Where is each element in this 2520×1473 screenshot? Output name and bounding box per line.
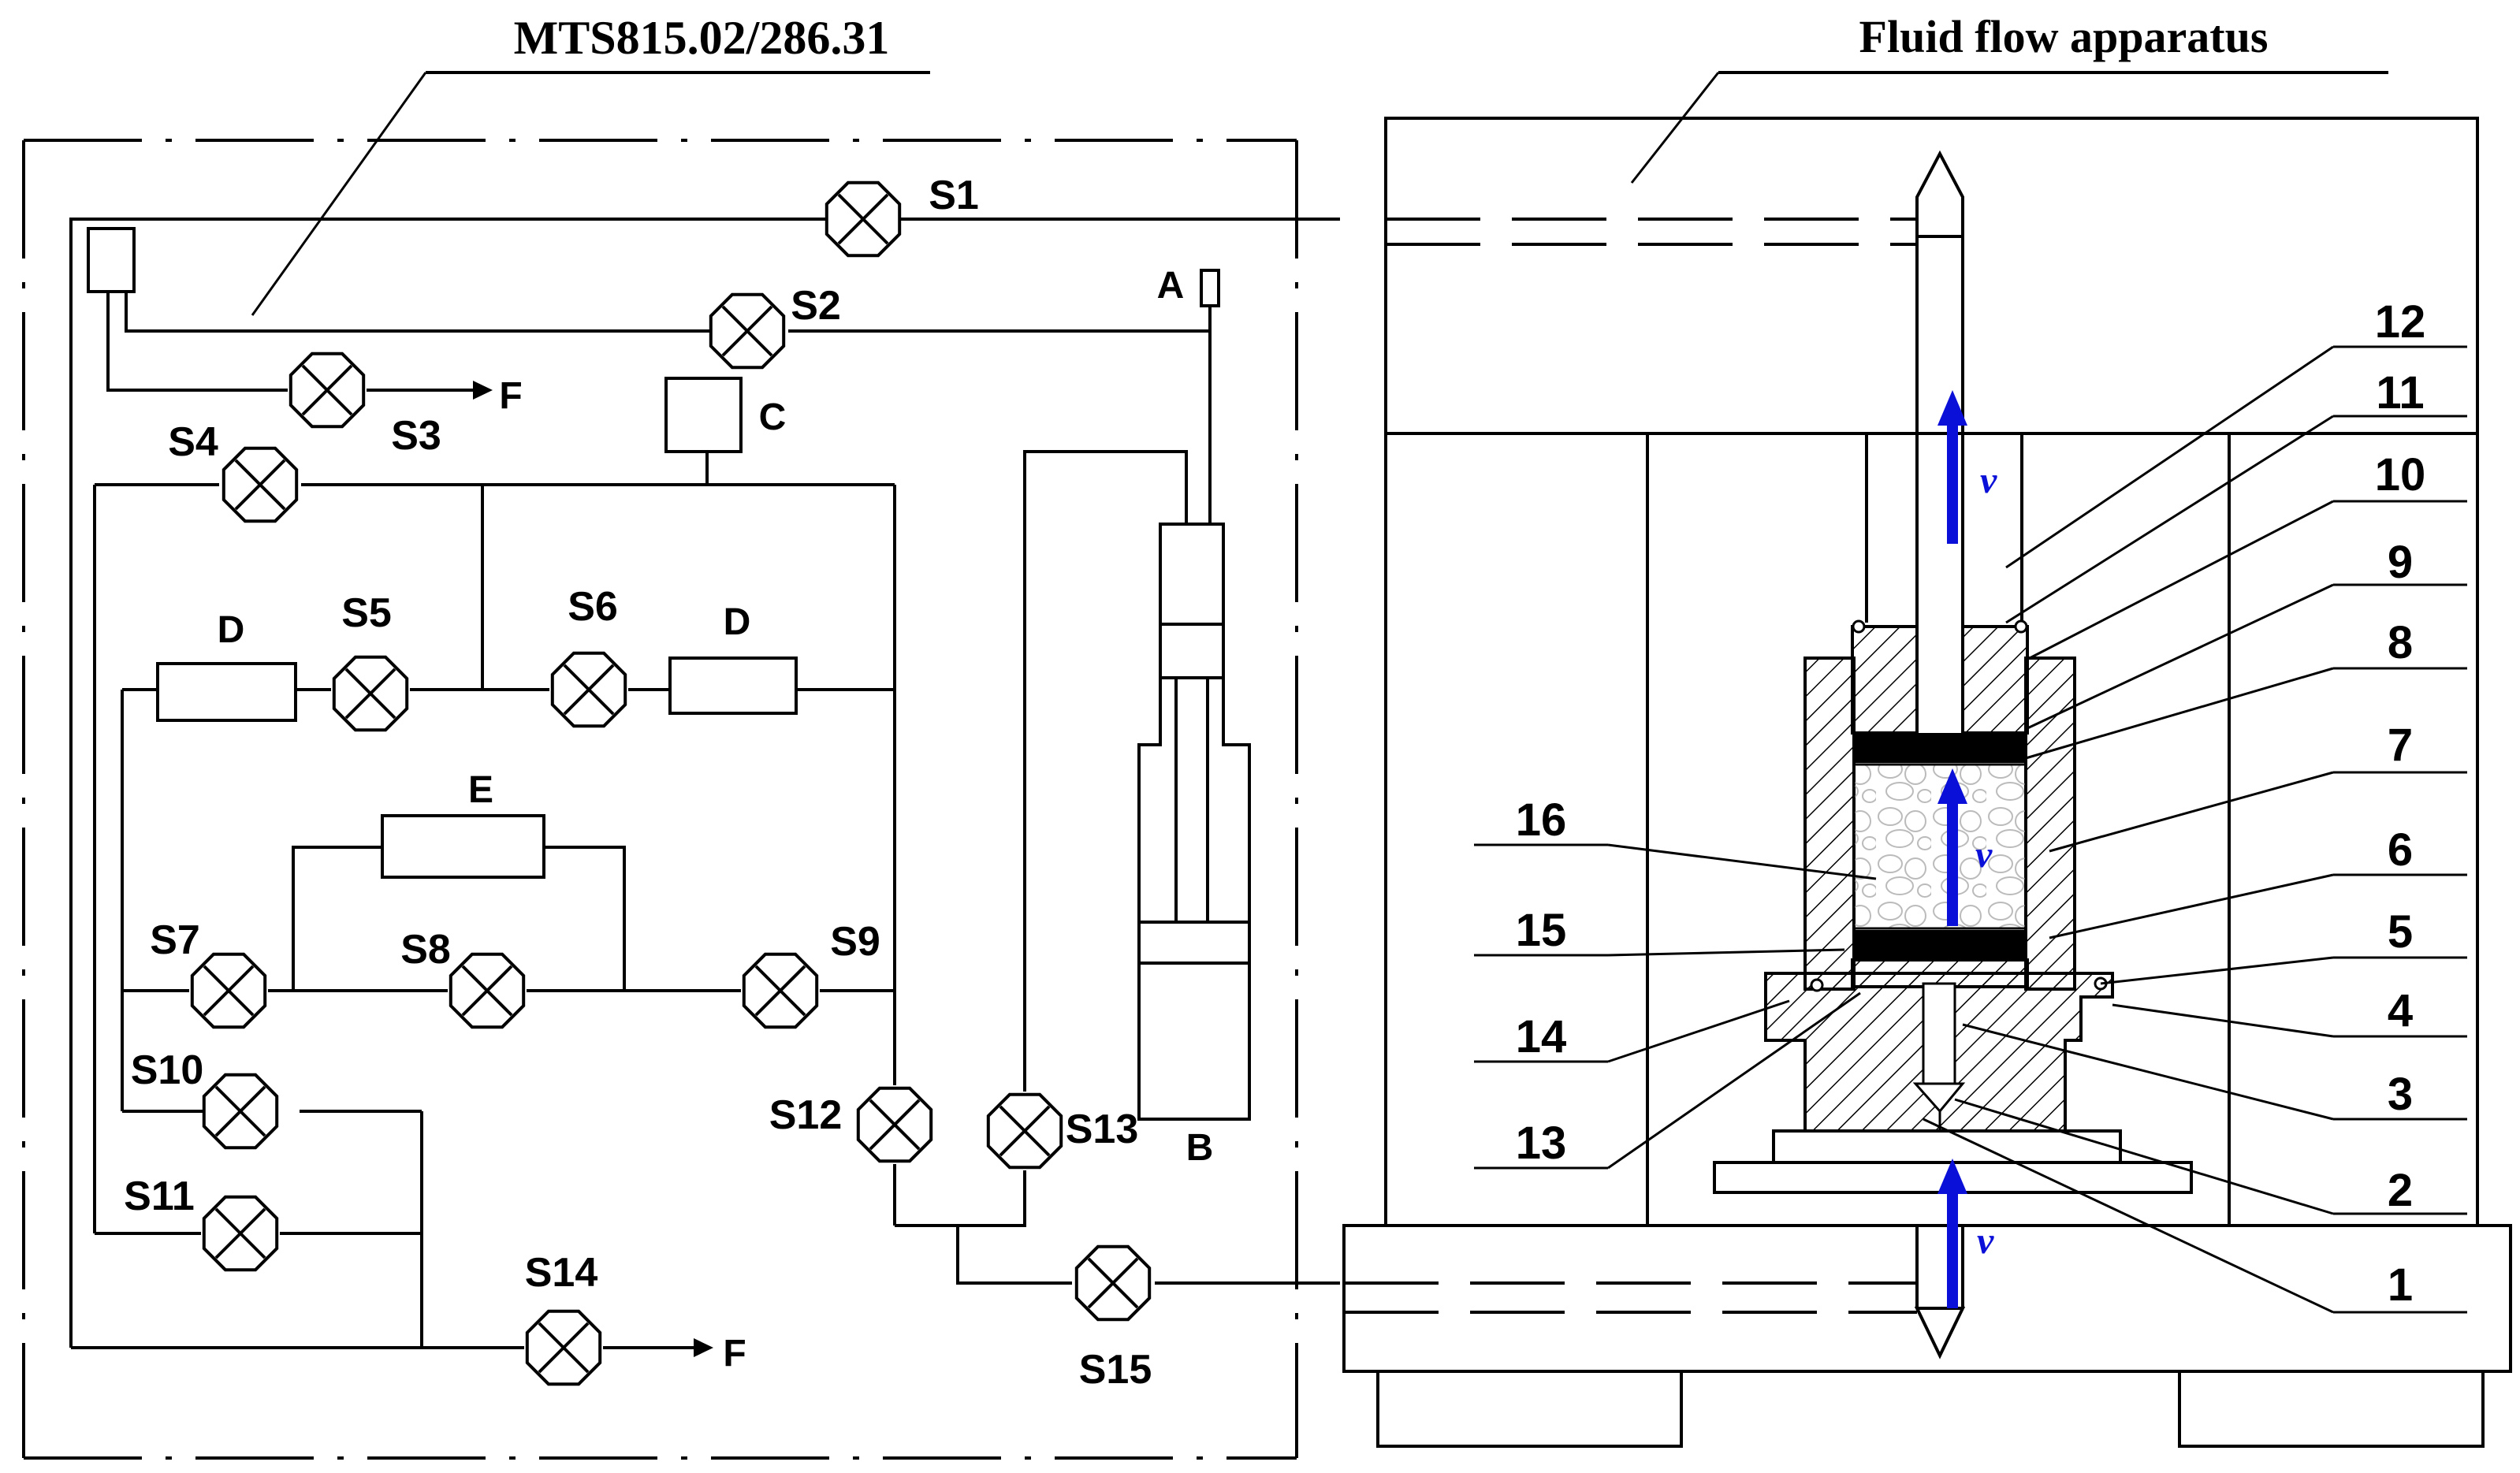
valve-s11-label: S11 [124,1174,195,1219]
part-9-leader [2025,583,2334,731]
part-13-label: 13 [1516,1118,1567,1169]
part-1-label: 1 [2388,1259,2413,1311]
part-14-label: 14 [1516,1011,1567,1062]
valve-s7-symbol [190,952,267,1029]
component-b-label: B [1186,1127,1214,1169]
outlet-f-top-label: F [499,375,522,417]
flow-velocity-top: v [1980,459,1997,501]
outlet-f-bottom-label: F [723,1333,746,1374]
valve-s14-symbol [525,1309,602,1386]
part-16-label: 16 [1516,794,1567,846]
valve-s13-symbol [986,1092,1063,1170]
part-9-label: 9 [2388,537,2413,588]
part-12-label: 12 [2375,296,2426,348]
part-2-label: 2 [2388,1165,2413,1216]
left-title-leader [251,72,427,316]
valve-s8-symbol [449,952,526,1029]
valve-s3-symbol [288,352,366,429]
valve-s2-symbol [709,292,786,370]
controller-block [87,227,136,293]
component-c-label: C [759,396,787,438]
valve-s6-symbol [550,651,627,728]
left-panel-title: MTS815.02/286.31 [514,12,890,64]
valve-s15-symbol [1074,1244,1152,1322]
outlet-f-top [367,381,493,400]
fluid-flow-apparatus [1342,117,2512,1448]
component-d-right-label: D [724,601,751,643]
valve-s12-label: S12 [769,1092,843,1138]
valve-s4-label: S4 [168,419,218,465]
outlet-f-bottom [603,1338,713,1357]
valve-s6-label: S6 [568,584,618,630]
valve-s1-label: S1 [929,173,979,218]
part-number-leaders [1474,345,2467,1314]
valve-s14-label: S14 [525,1250,598,1296]
pressure-cylinder-b [1137,523,1251,1121]
valve-s2-label: S2 [791,283,841,329]
component-a-label: A [1157,265,1185,307]
valve-s3-label: S3 [391,413,441,459]
part-8-leader [2025,667,2334,760]
valve-s11-symbol [202,1195,279,1272]
component-d-right-box [668,657,798,715]
valve-s10-symbol [202,1073,279,1150]
part-7-leader [2049,771,2334,853]
part-3-label: 3 [2388,1069,2413,1120]
valve-s10-label: S10 [131,1047,204,1093]
component-e-label: E [468,769,493,811]
valve-s5-symbol [332,655,409,732]
valve-s5-label: S5 [341,590,392,636]
part-5-label: 5 [2388,906,2413,958]
flow-arrow-bottom [1937,1159,1967,1308]
component-a-box [1200,269,1220,307]
part-10-leader [2029,500,2334,660]
part-16-leader [1607,843,1877,880]
part-10-label: 10 [2375,449,2426,500]
part-15-leader [1607,948,1845,957]
flow-velocity-middle: v [1975,834,1993,876]
part-4-leader [2112,1003,2334,1038]
part-4-label: 4 [2388,985,2413,1036]
part-11-leader [2005,415,2334,624]
component-c-box [664,377,743,453]
part-1-leader [1923,1118,2334,1314]
valve-s7-label: S7 [150,917,200,963]
flow-arrow-middle [1937,768,1967,926]
component-d-left-box [156,662,297,722]
part-7-label: 7 [2388,720,2413,771]
part-12-leader [2005,345,2334,569]
valve-s4-symbol [221,446,299,523]
right-title-leader [1630,72,1720,184]
part-15-label: 15 [1516,905,1567,956]
valve-s15-label: S15 [1079,1347,1152,1393]
part-5-leader [2100,956,2334,985]
part-6-label: 6 [2388,824,2413,876]
valve-s9-label: S9 [830,919,880,965]
part-3-leader [1962,1023,2334,1121]
part-6-leader [2049,873,2334,939]
part-14-leader [1607,999,1790,1063]
part-8-label: 8 [2388,617,2413,668]
valve-s12-symbol [856,1086,933,1163]
valve-s13-label: S13 [1066,1107,1139,1152]
valves-group [190,180,1152,1386]
valve-s9-symbol [742,952,819,1029]
right-panel-title: Fluid flow apparatus [1859,11,2269,62]
flow-velocity-bottom: v [1977,1220,1994,1262]
part-13-leader [1607,991,1861,1170]
component-d-left-label: D [218,609,245,651]
component-e-box [381,814,545,879]
flow-arrow-top [1937,390,1967,544]
part-2-leader [1954,1098,2334,1215]
valve-s8-label: S8 [400,927,451,973]
valve-s1-symbol [824,180,902,258]
piping-network [69,218,1340,1349]
part-11-label: 11 [2376,367,2424,418]
left-panel-border [22,139,1298,1460]
